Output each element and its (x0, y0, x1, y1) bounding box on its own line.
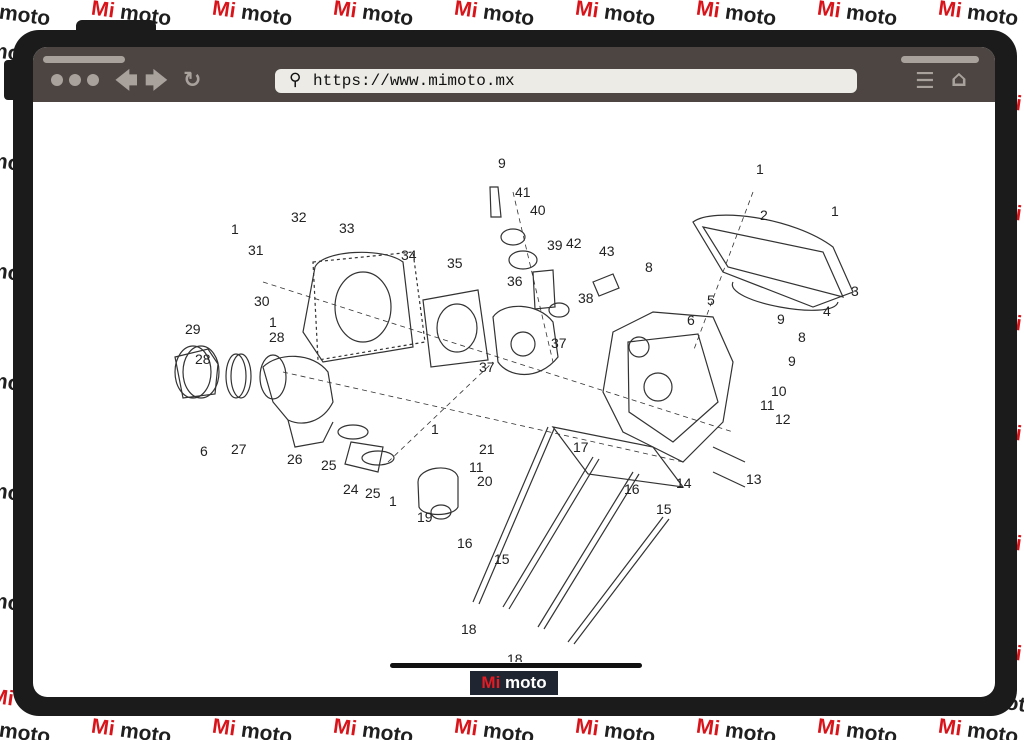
callout-1: 1 (756, 161, 764, 177)
callout-9: 9 (777, 311, 785, 327)
callout-16: 16 (624, 481, 640, 497)
dots-icon[interactable] (87, 74, 99, 86)
callout-18: 18 (507, 651, 523, 662)
callout-30: 30 (254, 293, 270, 309)
exploded-parts-diagram: 1111112345668899910111112131415151616171… (174, 155, 859, 662)
browser-toolbar: 🡄 🡆 ↻ ⚲ https://www.mimoto.mx ☰ ⌂ (33, 47, 995, 102)
watermark-text: Mi moto (210, 714, 294, 740)
callout-19: 19 (417, 509, 433, 525)
callout-29: 29 (185, 321, 201, 337)
callout-28: 28 (195, 351, 211, 367)
callout-1: 1 (389, 493, 397, 509)
callout-11: 11 (469, 459, 484, 475)
watermark-text: Mi moto (573, 714, 657, 740)
menu-icon[interactable]: ☰ (915, 69, 935, 94)
callout-39: 39 (547, 237, 563, 253)
callout-6: 6 (687, 312, 695, 328)
callout-35: 35 (447, 255, 463, 271)
browser-screen: 🡄 🡆 ↻ ⚲ https://www.mimoto.mx ☰ ⌂ (33, 47, 995, 697)
callout-2: 2 (760, 207, 768, 223)
callout-37: 37 (551, 335, 567, 351)
back-arrow-icon[interactable]: 🡄 (115, 69, 138, 94)
dots-icon[interactable] (69, 74, 81, 86)
callout-21: 21 (479, 441, 495, 457)
watermark-text: Mi moto (694, 714, 778, 740)
callout-16: 16 (457, 535, 473, 551)
callout-36: 36 (507, 273, 523, 289)
callout-11: 11 (760, 397, 775, 413)
callout-9: 9 (788, 353, 796, 369)
callout-8: 8 (798, 329, 806, 345)
callout-41: 41 (515, 184, 531, 200)
watermark-text: Mi moto (452, 714, 536, 740)
watermark-text: Mi moto (0, 718, 52, 740)
callout-5: 5 (707, 292, 715, 308)
refresh-icon[interactable]: ↻ (183, 68, 202, 93)
callout-1: 1 (831, 203, 839, 219)
toolbar-pill-left (43, 56, 125, 63)
callout-6: 6 (200, 443, 208, 459)
callout-8: 8 (645, 259, 653, 275)
callout-28: 28 (269, 329, 285, 345)
toolbar-pill-right (901, 56, 979, 63)
dots-icon[interactable] (51, 74, 63, 86)
forward-arrow-icon[interactable]: 🡆 (145, 69, 168, 94)
callout-4: 4 (823, 303, 831, 319)
callout-37: 37 (479, 359, 495, 375)
watermark-text: Mi moto (89, 714, 173, 740)
watermark-text: Mi moto (694, 0, 778, 31)
diagram-parts (174, 186, 854, 645)
part-callouts: 1111112345668899910111112131415151616171… (185, 155, 859, 662)
search-icon: ⚲ (289, 70, 302, 90)
callout-15: 15 (494, 551, 510, 567)
callout-43: 43 (599, 243, 615, 259)
callout-34: 34 (401, 247, 417, 263)
mimoto-logo[interactable]: Mi moto (470, 671, 558, 695)
callout-27: 27 (231, 441, 247, 457)
watermark-text: Mi moto (573, 0, 657, 31)
callout-9: 9 (498, 155, 506, 171)
watermark-text: Mi moto (452, 0, 536, 31)
home-icon[interactable]: ⌂ (951, 67, 967, 92)
watermark-text: Mi moto (210, 0, 294, 31)
address-bar[interactable]: ⚲ https://www.mimoto.mx (275, 69, 857, 93)
watermark-text: Mi moto (0, 0, 52, 31)
callout-1: 1 (431, 421, 439, 437)
callout-42: 42 (566, 235, 582, 251)
callout-40: 40 (530, 202, 546, 218)
watermark-text: Mi moto (331, 0, 415, 31)
watermark-text: Mi moto (331, 714, 415, 740)
callout-25: 25 (321, 457, 337, 473)
callout-18: 18 (461, 621, 477, 637)
callout-26: 26 (287, 451, 303, 467)
home-indicator (390, 663, 642, 668)
watermark-text: Mi moto (936, 0, 1020, 31)
callout-15: 15 (656, 501, 672, 517)
callout-1: 1 (269, 314, 277, 330)
callout-17: 17 (573, 439, 589, 455)
url-text: https://www.mimoto.mx (313, 72, 515, 90)
callout-1: 1 (231, 221, 239, 237)
callout-10: 10 (771, 383, 787, 399)
callout-32: 32 (291, 209, 307, 225)
callout-33: 33 (339, 220, 355, 236)
callout-24: 24 (343, 481, 359, 497)
callout-14: 14 (676, 475, 692, 491)
callout-38: 38 (578, 290, 594, 306)
callout-25: 25 (365, 485, 381, 501)
callout-3: 3 (851, 283, 859, 299)
callout-13: 13 (746, 471, 762, 487)
callout-31: 31 (248, 242, 264, 258)
watermark-text: Mi moto (815, 714, 899, 740)
watermark-text: Mi moto (815, 0, 899, 31)
callout-20: 20 (477, 473, 493, 489)
watermark-text: Mi moto (936, 714, 1020, 740)
callout-12: 12 (775, 411, 791, 427)
